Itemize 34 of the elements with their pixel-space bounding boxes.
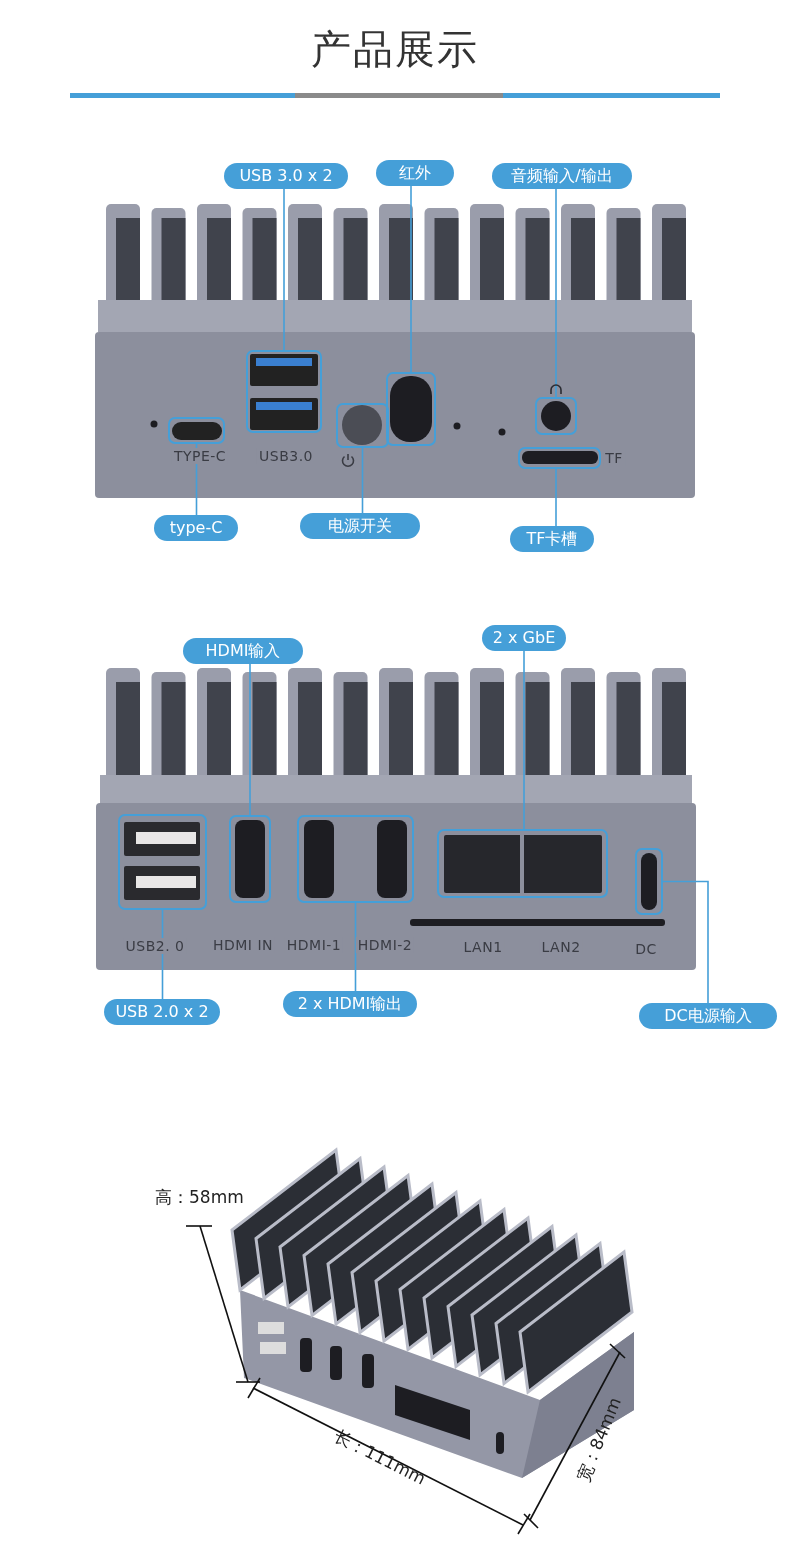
callout-label: USB 3.0 x 2 (224, 163, 348, 189)
port-label: USB3.0 (257, 448, 315, 464)
highlight-frame (118, 814, 207, 910)
leader-line (249, 663, 251, 816)
leader-line (555, 188, 557, 398)
leader-line (283, 188, 285, 351)
callout-label: 电源开关 (300, 513, 420, 539)
leader-line (361, 447, 364, 514)
port-label: TF (603, 450, 625, 466)
highlight-frame (535, 397, 577, 435)
callout-label: type-C (154, 515, 238, 541)
port-label: DC (633, 941, 659, 957)
highlight-frame (297, 815, 414, 903)
highlight-frame (246, 350, 322, 433)
highlight-frame (168, 417, 225, 444)
callout-label: DC电源输入 (639, 1003, 777, 1029)
leader-line (410, 185, 412, 373)
callout-label: 2 x GbE (482, 625, 566, 651)
callout-label: 音频输入/输出 (492, 163, 632, 189)
page-title: 产品展示 (310, 25, 480, 74)
highlight-frame (437, 829, 608, 898)
highlight-frame (518, 447, 601, 469)
highlight-frame (386, 372, 436, 446)
leader-line (555, 468, 557, 527)
highlight-frame (229, 815, 271, 903)
highlight-frame (635, 848, 663, 915)
callout-label: HDMI输入 (183, 638, 303, 664)
leader-line (662, 880, 709, 1004)
dimension-label: 高：58mm (155, 1186, 244, 1209)
callout-label: TF卡槽 (510, 526, 594, 552)
callout-label: USB 2.0 x 2 (104, 999, 220, 1025)
callout-label: 红外 (376, 160, 454, 186)
highlight-frame (336, 403, 389, 448)
callout-label: 2 x HDMI输出 (283, 991, 417, 1017)
